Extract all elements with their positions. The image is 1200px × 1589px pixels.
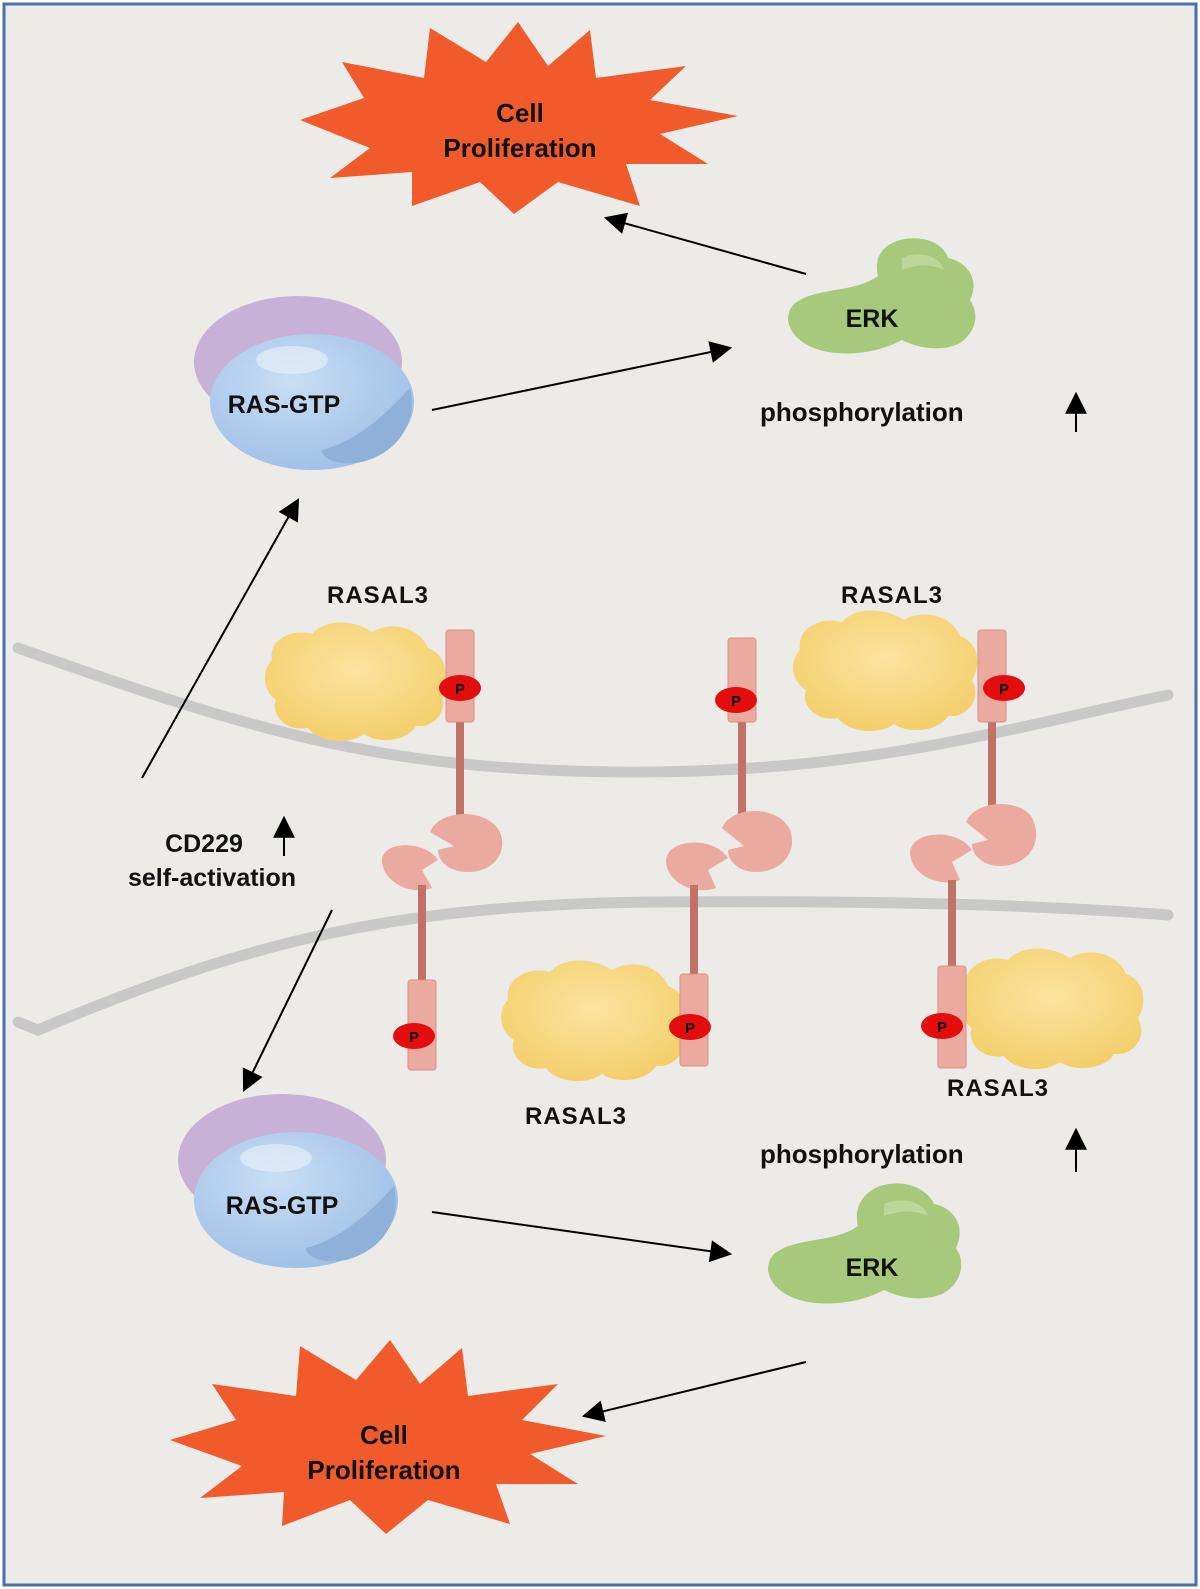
svg-text:P: P: [455, 681, 465, 698]
svg-text:P: P: [409, 1029, 419, 1046]
rasal3-protein-top-right: [793, 610, 978, 732]
cell-proliferation-bottom-line2: Proliferation: [307, 1455, 460, 1485]
svg-text:P: P: [999, 681, 1009, 698]
svg-text:P: P: [937, 1019, 947, 1036]
ras-gtp-top: RAS-GTP: [194, 296, 414, 470]
erk-bottom-label: ERK: [846, 1254, 899, 1282]
arrow-ras-bottom-to-erk: [431, 1211, 733, 1263]
rasal3-top-left-label: RASAL3: [327, 582, 429, 609]
cd229-label-line2: self-activation: [128, 864, 296, 892]
rasal3-protein-top-left: [264, 622, 446, 742]
ras-gtp-bottom-label: RAS-GTP: [226, 1192, 339, 1220]
svg-text:P: P: [685, 1020, 695, 1037]
phospho-site: P: [439, 675, 481, 701]
erk-top-label: ERK: [846, 305, 899, 333]
phosphorylation-top-label: phosphorylation: [760, 397, 964, 427]
rasal3-top-right-label: RASAL3: [841, 582, 943, 609]
rasal3-bottom-right-label: RASAL3: [947, 1075, 1049, 1102]
cell-proliferation-bottom-line1: Cell: [360, 1420, 408, 1450]
phospho-site: P: [669, 1014, 711, 1040]
rasal3-bottom-middle-label: RASAL3: [525, 1103, 627, 1130]
rasal3-protein-bottom-right: [959, 948, 1144, 1070]
cell-proliferation-burst-top: Cell Proliferation: [300, 22, 738, 214]
cell-proliferation-top-line2: Proliferation: [443, 133, 596, 163]
cell-proliferation-top-line1: Cell: [496, 98, 544, 128]
erk-top: ERK: [788, 238, 976, 354]
phospho-site: P: [715, 687, 757, 713]
arrow-erk-top-to-proliferation: [603, 212, 807, 275]
svg-text:P: P: [731, 693, 741, 710]
arrow-cd229-to-ras-top: [141, 498, 300, 779]
arrow-ras-top-to-erk: [431, 341, 733, 411]
cell-proliferation-burst-bottom: Cell Proliferation: [170, 1340, 606, 1534]
erk-bottom: ERK: [768, 1183, 962, 1304]
membrane-lower: [12, 896, 1174, 1036]
phosphorylation-bottom-label: phosphorylation: [760, 1139, 964, 1169]
membrane-upper: [12, 642, 1174, 778]
phospho-site: P: [921, 1013, 963, 1039]
phospho-site: P: [393, 1023, 435, 1049]
ras-gtp-top-label: RAS-GTP: [228, 391, 341, 419]
cd229-label-line1: CD229: [165, 830, 243, 858]
rasal3-protein-bottom-middle: [501, 960, 686, 1082]
arrow-cd229-to-ras-bottom: [242, 909, 333, 1092]
arrow-erk-bottom-to-proliferation: [581, 1361, 807, 1423]
phospho-site: P: [983, 675, 1025, 701]
ras-gtp-bottom: RAS-GTP: [178, 1094, 398, 1268]
